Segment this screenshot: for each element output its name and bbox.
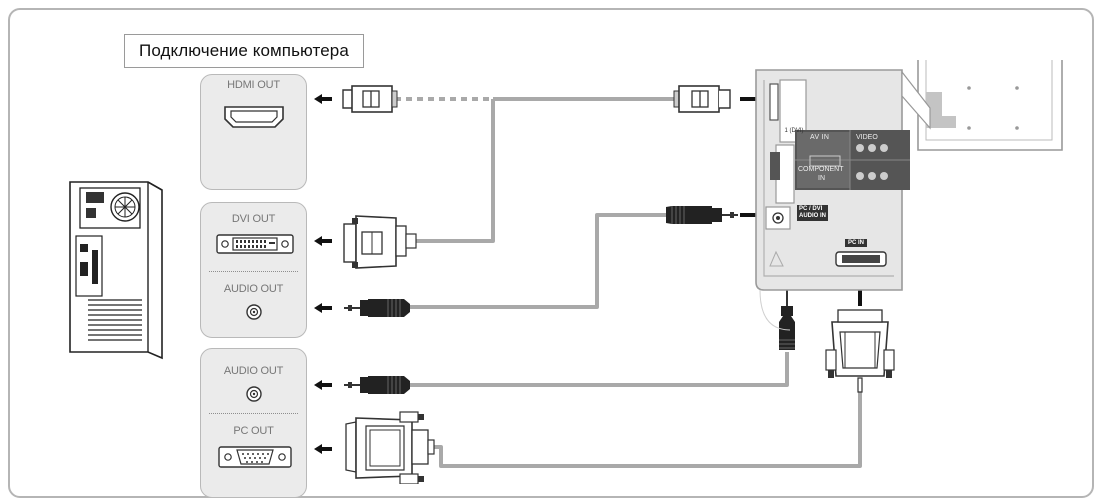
pc-panel-audio-pc: AUDIO OUT PC OUT <box>200 348 307 498</box>
tv-pc-in-label: PC IN <box>845 239 868 247</box>
vga-cable <box>432 392 862 468</box>
tv-component-label: COMPONENT <box>798 166 844 173</box>
dvi-plug <box>343 215 417 269</box>
audio-cable-bottom <box>410 352 789 387</box>
hdmi-plug-right <box>673 85 768 113</box>
audio-plug-bottom-left <box>344 376 410 394</box>
hdmi-plug-left <box>342 85 398 113</box>
audio-cable-top <box>410 213 666 309</box>
panel-separator <box>209 271 298 272</box>
audio-plug-tv <box>666 206 772 224</box>
connection-diagram: HDMI OUT DVI OUT AUDIO OUT AUDIO OU <box>8 8 1094 498</box>
pc-tower <box>69 181 163 360</box>
dvi-out-label: DVI OUT <box>231 213 276 225</box>
audio-plug-left <box>344 299 410 317</box>
pc-arrows <box>314 94 332 454</box>
tv-back-panel <box>755 69 910 331</box>
tv-audio-in-label: AUDIO IN <box>799 213 826 219</box>
audio-out-label: AUDIO OUT <box>223 283 284 295</box>
panel-separator <box>209 413 298 414</box>
audio-jack-icon <box>246 386 262 402</box>
hdmi-out-label: HDMI OUT <box>227 79 280 91</box>
tv-pc-dvi-audio-label: PC / DVI AUDIO IN <box>797 205 828 221</box>
page-title: Подключение компьютера <box>124 34 364 68</box>
audio-out-label-2: AUDIO OUT <box>223 365 284 377</box>
tv-component-in-label: IN <box>818 175 825 182</box>
vga-plug-left <box>345 411 435 484</box>
cables <box>395 97 862 468</box>
tv-pc-dvi-label: PC / DVI <box>799 206 823 212</box>
tv-video-label: VIDEO <box>856 134 878 141</box>
pc-panel-hdmi: HDMI OUT <box>200 74 307 190</box>
dvi-port-icon <box>216 234 294 254</box>
diagram-graphics <box>69 60 1063 484</box>
vga-plug-right <box>825 274 895 393</box>
pc-out-label: PC OUT <box>233 425 274 437</box>
tv-corner <box>901 60 1063 151</box>
tv-hdmi-dvi-label: 1 (DVI) <box>784 128 804 134</box>
vga-port-icon <box>218 446 292 468</box>
audio-jack-icon <box>246 304 262 320</box>
hdmi-port-icon <box>224 106 284 128</box>
pc-panel-dvi-audio: DVI OUT AUDIO OUT <box>200 202 307 338</box>
dvi-cable <box>416 99 495 243</box>
tv-av-in-label: AV IN <box>810 134 830 141</box>
